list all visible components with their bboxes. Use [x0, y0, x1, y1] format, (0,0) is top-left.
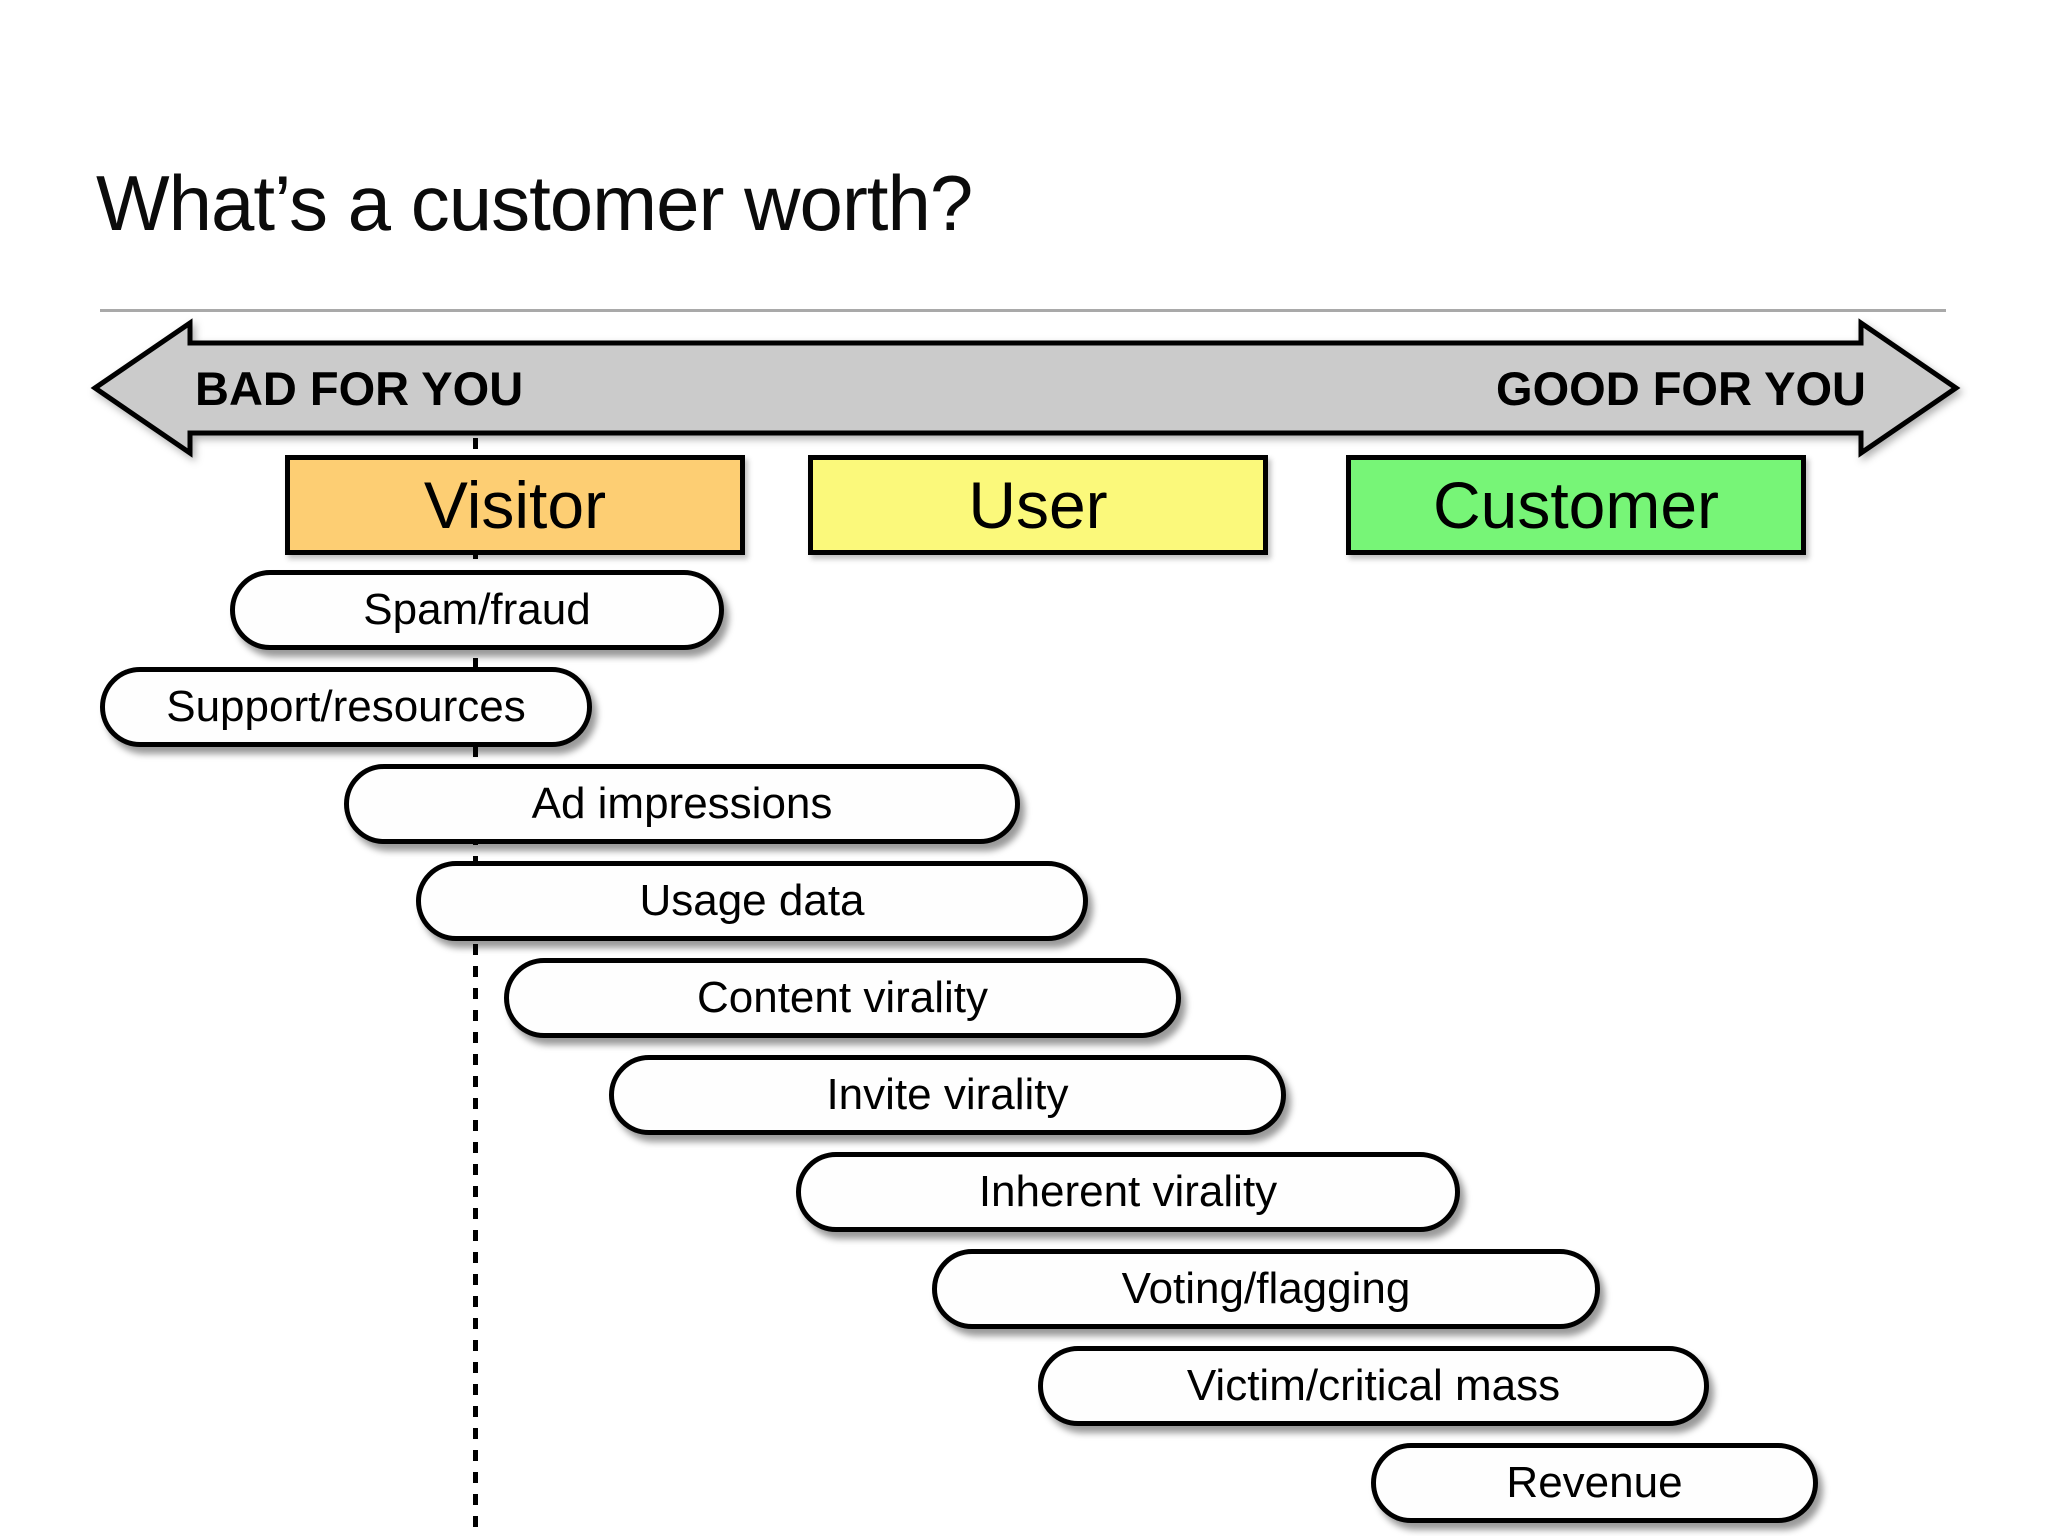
factor-label: Content virality: [696, 973, 988, 1022]
factor-pill-revenue: Revenue: [1371, 1443, 1818, 1523]
factor-label: Usage data: [639, 876, 865, 925]
stage-label-user: User: [968, 468, 1108, 542]
page-title: What’s a customer worth?: [96, 159, 973, 247]
spectrum-labels: BAD FOR YOU GOOD FOR YOU: [95, 343, 1956, 433]
title-divider-line: [100, 309, 1946, 312]
factor-pill-spam-fraud: Spam/fraud: [230, 570, 724, 650]
bad-for-you-label: BAD FOR YOU: [195, 361, 524, 415]
factor-pill-ad-impressions: Ad impressions: [344, 764, 1020, 844]
factor-pill-voting-flagging: Voting/flagging: [932, 1249, 1600, 1329]
stage-box-customer: Customer: [1346, 455, 1806, 555]
factor-pill-support-resources: Support/resources: [100, 667, 592, 747]
factor-label: Inherent virality: [978, 1167, 1278, 1216]
factor-label: Support/resources: [166, 682, 526, 731]
factor-label: Spam/fraud: [363, 585, 591, 634]
stage-box-visitor: Visitor: [285, 455, 745, 555]
factor-label: Voting/flagging: [1121, 1264, 1411, 1313]
factor-label: Invite virality: [826, 1070, 1069, 1119]
stage-label-customer: Customer: [1432, 468, 1720, 542]
factor-pill-inherent-virality: Inherent virality: [796, 1152, 1460, 1232]
factor-label: Revenue: [1506, 1458, 1683, 1507]
factor-pill-victim-critical-mass: Victim/critical mass: [1038, 1346, 1709, 1426]
factor-label: Victim/critical mass: [1186, 1361, 1561, 1410]
factor-pill-content-virality: Content virality: [504, 958, 1181, 1038]
factor-pill-usage-data: Usage data: [416, 861, 1088, 941]
good-for-you-label: GOOD FOR YOU: [1496, 361, 1866, 415]
stage-label-visitor: Visitor: [423, 468, 607, 542]
factor-label: Ad impressions: [531, 779, 833, 828]
double-arrow-shape: [90, 318, 1961, 458]
spectrum-arrow: [90, 318, 1961, 458]
stage-box-user: User: [808, 455, 1268, 555]
threshold-dashed-line: [473, 438, 478, 1536]
factor-pill-invite-virality: Invite virality: [609, 1055, 1286, 1135]
